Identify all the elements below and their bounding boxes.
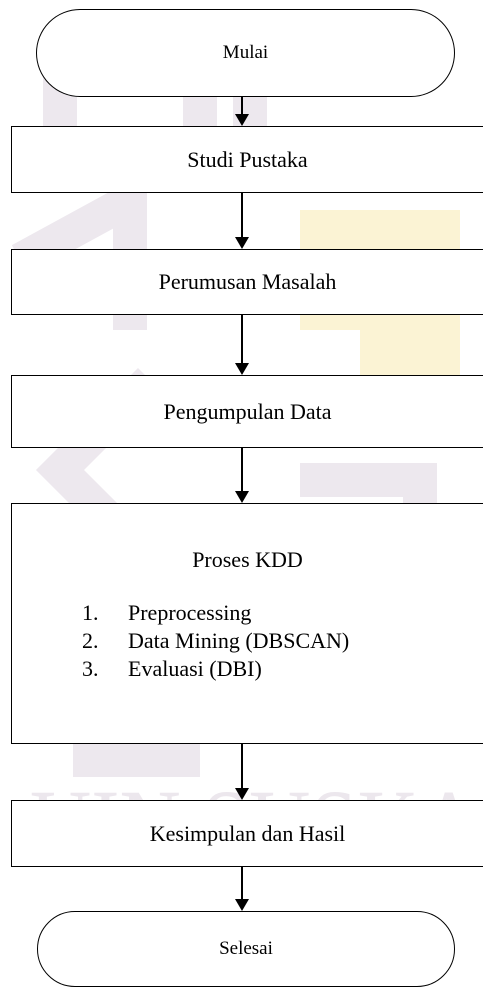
arrow-down-icon (235, 867, 249, 911)
start-terminal: Mulai (36, 9, 455, 97)
step-pengumpulan-data: Pengumpulan Data (11, 375, 483, 448)
arrow-down-icon (235, 97, 249, 126)
arrow-down-icon (235, 315, 249, 375)
kdd-step: 3. Evaluasi (DBI) (82, 655, 349, 683)
kdd-step-text: Preprocessing (128, 600, 252, 625)
step-label: Perumusan Masalah (158, 269, 337, 294)
kdd-step: 2. Data Mining (DBSCAN) (82, 627, 349, 655)
start-label: Mulai (222, 42, 269, 63)
kdd-step-number: 2. (82, 628, 99, 653)
step-label: Studi Pustaka (187, 146, 308, 172)
kdd-step: 1. Preprocessing (82, 599, 349, 627)
step-perumusan-masalah: Perumusan Masalah (11, 249, 483, 315)
step-proses-kdd: Proses KDD 1. Preprocessing 2. Data Mining… (11, 503, 483, 744)
kdd-step-number: 1. (82, 600, 99, 625)
kdd-step-text: Data Mining (DBSCAN) (128, 628, 350, 653)
arrow-down-icon (235, 744, 249, 800)
step-kesimpulan-hasil: Kesimpulan dan Hasil (11, 800, 483, 867)
end-label: Selesai (219, 938, 273, 959)
step-studi-pustaka: Studi Pustaka (11, 126, 483, 193)
kdd-title: Proses KDD (192, 547, 303, 572)
kdd-step-number: 3. (82, 656, 99, 681)
kdd-step-text: Evaluasi (DBI) (128, 656, 262, 681)
arrow-down-icon (235, 193, 249, 249)
kdd-steps-list: 1. Preprocessing 2. Data Mining (DBSCAN) 3… (82, 599, 349, 683)
step-label: Pengumpulan Data (163, 398, 332, 424)
arrow-down-icon (235, 448, 249, 503)
step-label: Kesimpulan dan Hasil (149, 820, 346, 846)
end-terminal: Selesai (37, 911, 455, 987)
